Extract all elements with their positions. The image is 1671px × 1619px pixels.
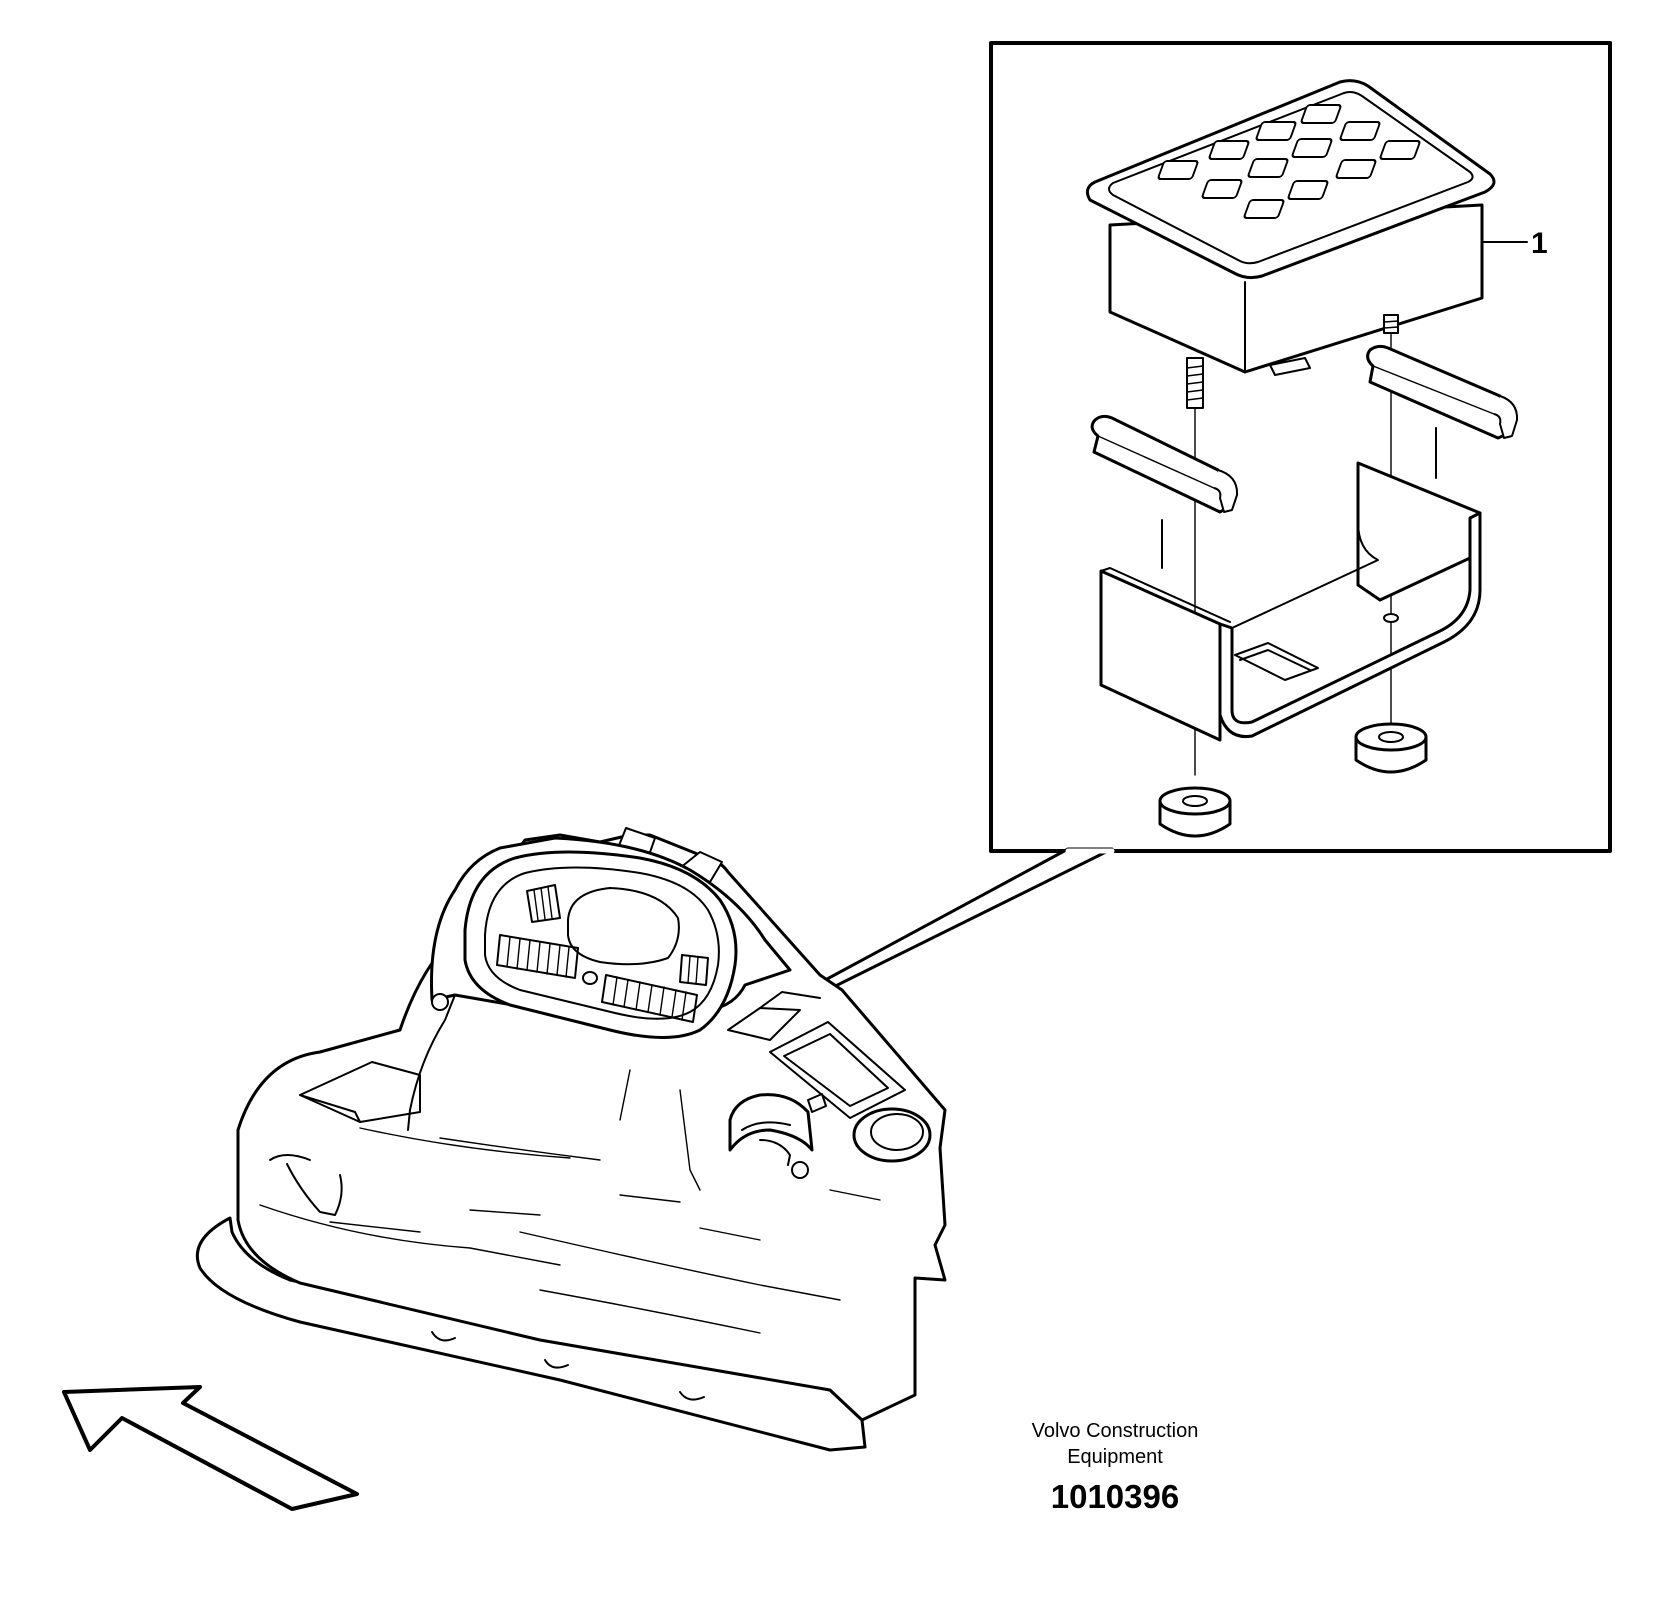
key — [1339, 121, 1381, 141]
indicator-lamps — [496, 884, 709, 1023]
direction-arrow-icon — [62, 1385, 359, 1511]
brand-line-2: Equipment — [1067, 1446, 1163, 1468]
key — [1379, 140, 1421, 160]
key — [1335, 159, 1377, 179]
key — [1287, 180, 1329, 200]
key — [1255, 121, 1297, 141]
edge-trim-left — [1090, 414, 1239, 514]
brand-line-1: Volvo Construction — [1032, 1420, 1199, 1442]
detail-frame — [775, 41, 1612, 1013]
keypad-unit: 1 — [1085, 79, 1548, 376]
grommet-left — [1158, 786, 1232, 838]
key — [1300, 104, 1342, 124]
edge-trim-right — [1366, 344, 1519, 440]
callout-number: 1 — [1531, 227, 1548, 260]
key — [1157, 160, 1199, 180]
grommet-right — [1354, 722, 1428, 774]
drawing-number: 1010396 — [1051, 1478, 1179, 1515]
stud-left — [1186, 357, 1204, 409]
key — [1247, 158, 1289, 178]
key — [1291, 138, 1333, 158]
stud-right — [1383, 314, 1399, 334]
dashboard-console — [195, 827, 947, 1452]
keypad-keys — [1157, 104, 1421, 219]
mounting-bracket — [1099, 461, 1482, 742]
key — [1201, 179, 1243, 199]
key — [1208, 140, 1250, 160]
key — [1243, 199, 1285, 219]
